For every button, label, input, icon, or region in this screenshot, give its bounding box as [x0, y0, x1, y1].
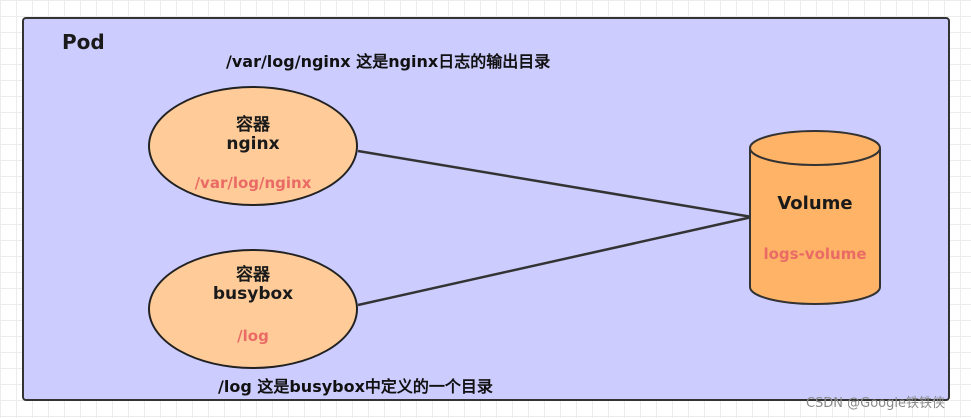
container-busybox-mount-path: /log	[237, 327, 269, 345]
volume-title: Volume	[777, 193, 853, 214]
container-nginx	[148, 86, 358, 206]
container-busybox-kind: 容器	[236, 265, 270, 285]
note-busybox-dir: /log 这是busybox中定义的一个目录	[218, 377, 493, 396]
container-busybox-name: busybox	[212, 284, 294, 304]
volume-cylinder	[749, 130, 881, 305]
container-busybox	[148, 249, 358, 369]
link-busybox-to-volume	[357, 215, 753, 307]
volume-name: logs-volume	[763, 245, 867, 263]
watermark: CSDN @Google铁铁侠	[805, 396, 945, 411]
container-nginx-kind: 容器	[236, 115, 270, 135]
container-nginx-name: nginx	[226, 134, 280, 154]
note-nginx-log-dir: /var/log/nginx 这是nginx日志的输出目录	[226, 52, 551, 71]
pod-label: Pod	[62, 30, 105, 54]
container-nginx-mount-path: /var/log/nginx	[194, 174, 312, 192]
link-nginx-to-volume	[357, 149, 753, 219]
